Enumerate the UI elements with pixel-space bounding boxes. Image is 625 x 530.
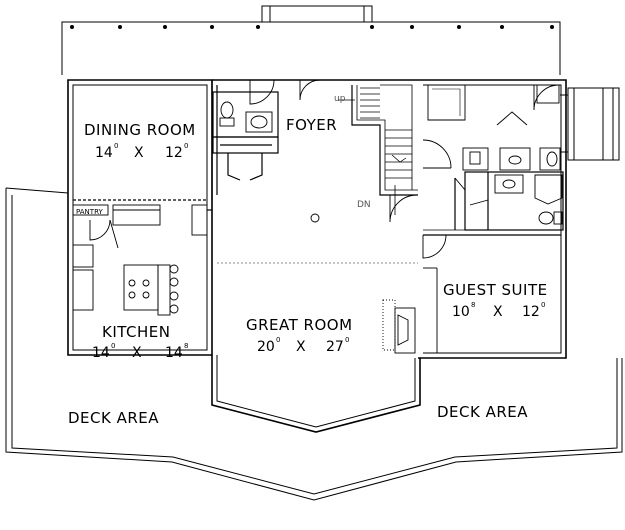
svg-text:8: 8 (471, 301, 475, 309)
stairs-down-label: DN (357, 200, 371, 210)
top-deck (61, 5, 561, 75)
svg-text:X: X (134, 145, 144, 161)
svg-text:10: 10 (452, 304, 470, 320)
deck-area-left-label: DECK AREA (68, 409, 159, 427)
svg-text:X: X (132, 345, 142, 361)
svg-text:0: 0 (111, 342, 115, 350)
svg-text:14: 14 (95, 145, 113, 161)
svg-text:0: 0 (541, 301, 545, 309)
svg-text:27: 27 (326, 339, 344, 355)
svg-text:14: 14 (92, 345, 110, 361)
staircase (338, 84, 413, 215)
foyer-label: FOYER (286, 116, 337, 134)
kitchen-dimensions: 14 0 X 14 8 (92, 342, 188, 361)
svg-text:8: 8 (184, 342, 188, 350)
svg-text:14: 14 (165, 345, 183, 361)
doors (89, 79, 560, 259)
svg-text:X: X (493, 304, 503, 320)
dining-room-label: DINING ROOM (84, 121, 196, 139)
kitchen-label: KITCHEN (102, 323, 171, 341)
interior-walls (73, 80, 564, 264)
deck-outline (5, 187, 623, 501)
great-room-label: GREAT ROOM (246, 316, 353, 334)
svg-text:0: 0 (345, 336, 349, 344)
stairs-up-label: up (334, 94, 346, 104)
svg-text:12: 12 (165, 145, 183, 161)
svg-text:0: 0 (276, 336, 280, 344)
great-room-dimensions: 20 0 X 27 0 (257, 336, 349, 355)
svg-text:0: 0 (114, 142, 118, 150)
fixtures (72, 84, 563, 354)
svg-text:X: X (296, 339, 306, 355)
pantry-label: PANTRY (76, 208, 103, 216)
exterior-walls (67, 79, 567, 433)
dining-room-dimensions: 14 0 X 12 0 (95, 142, 188, 161)
side-porch (560, 87, 620, 161)
guest-suite-label: GUEST SUITE (443, 281, 548, 299)
svg-text:0: 0 (184, 142, 188, 150)
svg-text:20: 20 (257, 339, 275, 355)
deck-area-right-label: DECK AREA (437, 403, 528, 421)
guest-suite-dimensions: 10 8 X 12 0 (452, 301, 545, 320)
svg-text:12: 12 (522, 304, 540, 320)
